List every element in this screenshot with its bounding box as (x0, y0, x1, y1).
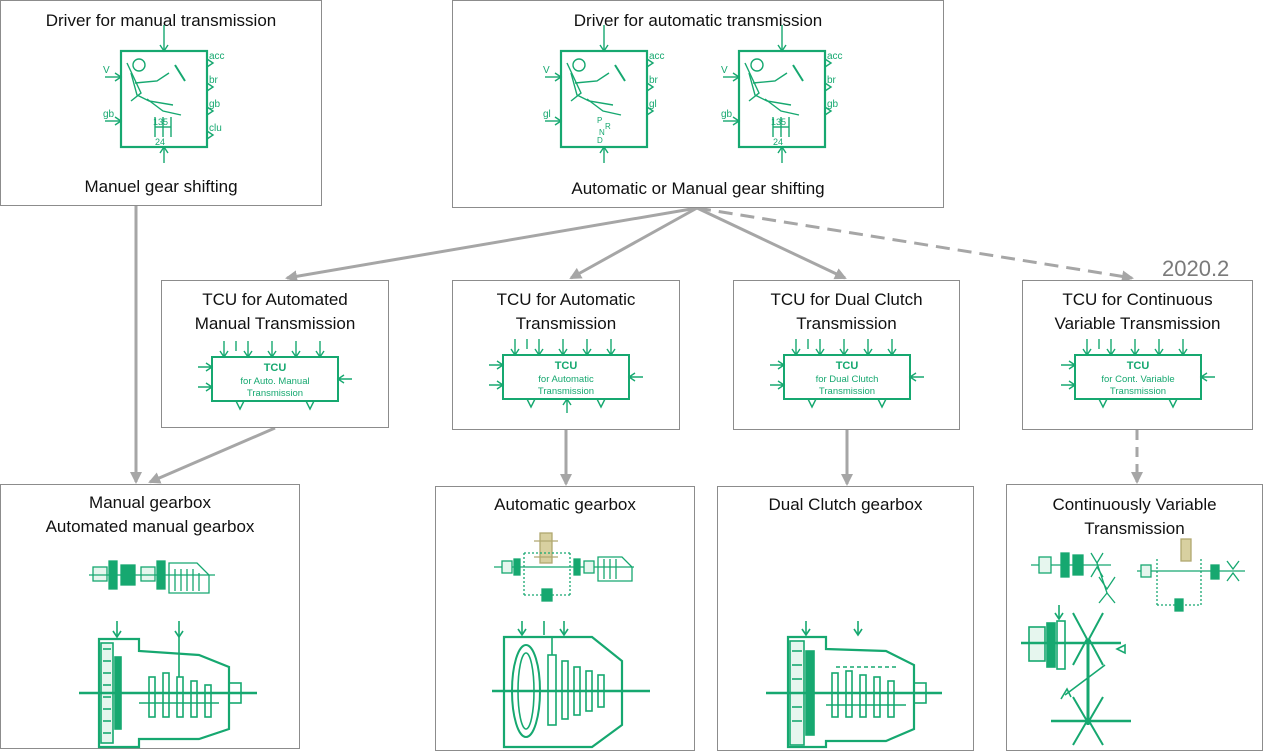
gearbox-cvt-title-line2: Transmission (1084, 519, 1185, 538)
gearbox-automatic-box: Automatic gearbox (435, 486, 695, 751)
tcu-amt-block: TCU for Auto. Manual Transmission (198, 341, 352, 411)
driver-auto-manual-block: V gb acc br gb 135 24 (721, 25, 843, 163)
selector-n-label: N (599, 128, 605, 137)
tcu-dct-block-line3: Transmission (819, 386, 875, 397)
selector-d-label: D (597, 136, 603, 145)
arrow-driver-auto-to-tcu-cvt (696, 206, 1134, 283)
tcu-amt-block-label: TCU (264, 362, 287, 374)
tcu-dct-block-label: TCU (836, 360, 859, 372)
shift-top-label: 135 (153, 117, 168, 127)
tcu-dct-title-line2: Transmission (796, 314, 897, 333)
tcu-dct-block-line2: for Dual Clutch (816, 374, 879, 385)
manual-port-gb-in-label: gb (721, 109, 733, 120)
auto-port-gl-in-label: gl (543, 109, 551, 120)
tcu-amt-box: TCU for Automated Manual Transmission TC… (161, 280, 389, 428)
gearbox-cvt-box: Continuously Variable Transmission (1006, 484, 1263, 751)
port-acc-label: acc (209, 51, 225, 62)
gearbox-dct-title: Dual Clutch gearbox (768, 495, 923, 514)
manual-port-br-label: br (827, 75, 837, 86)
tcu-at-box: TCU for Automatic Transmission TCU for A… (452, 280, 680, 430)
port-gb-out-label: gb (209, 99, 221, 110)
gearbox-dct-box: Dual Clutch gearbox (717, 486, 974, 751)
tcu-at-block-line2: for Automatic (538, 374, 594, 385)
tcu-cvt-block-line2: for Cont. Variable (1101, 374, 1174, 385)
manual-shift-top-label: 135 (771, 117, 786, 127)
tcu-dct-title-line1: TCU for Dual Clutch (770, 290, 923, 309)
tcu-at-block-label: TCU (555, 360, 578, 372)
dct-gearbox-drawing-icon (766, 621, 942, 749)
driver-manual-box: Driver for manual transmission V gb acc … (0, 0, 322, 206)
manual-port-gb-out-label: gb (827, 99, 839, 110)
driver-automatic-caption: Automatic or Manual gear shifting (571, 179, 825, 198)
port-br-label: br (209, 75, 219, 86)
driver-manual-block: V gb acc br gb clu 135 24 (103, 25, 225, 163)
cvt-drawing-icon (1021, 605, 1131, 746)
version-label: 2020.2 (1162, 256, 1230, 281)
arrow-driver-auto-to-tcu-at (569, 206, 698, 280)
tcu-at-block: TCU for Automatic Transmission (489, 339, 643, 413)
tcu-cvt-box: TCU for Continuous Variable Transmission… (1022, 280, 1253, 430)
manual-port-v-label: V (721, 65, 728, 76)
shift-bottom-label: 24 (155, 137, 165, 147)
gearbox-manual-title-line1: Manual gearbox (89, 493, 211, 512)
cvt-schematic-icon (1031, 552, 1116, 604)
auto-port-br-label: br (649, 75, 659, 86)
tcu-dct-box: TCU for Dual Clutch Transmission TCU for… (733, 280, 960, 430)
tcu-dct-block: TCU for Dual Clutch Transmission (770, 339, 924, 409)
tcu-cvt-title-line2: Variable Transmission (1054, 314, 1221, 333)
gearbox-manual-title-line2: Automated manual gearbox (45, 517, 255, 536)
selector-p-label: P (597, 116, 602, 125)
tcu-cvt-title-line1: TCU for Continuous (1062, 290, 1213, 309)
manual-shift-bottom-label: 24 (773, 137, 783, 147)
cvt-pulley-schematic-icon (1137, 538, 1245, 612)
arrow-driver-auto-to-tcu-amt (285, 206, 698, 283)
tcu-amt-title-line1: TCU for Automated (202, 290, 348, 309)
automatic-gearbox-schematic-icon (494, 532, 634, 602)
driver-auto-block: V gl acc br gl P R N D (543, 25, 665, 163)
gearbox-cvt-title-line1: Continuously Variable (1052, 495, 1217, 514)
driver-automatic-title: Driver for automatic transmission (573, 11, 823, 30)
port-clu-label: clu (209, 123, 222, 134)
manual-gearbox-schematic-icon (89, 560, 215, 594)
tcu-amt-block-line3: Transmission (247, 388, 303, 399)
gearbox-automatic-title: Automatic gearbox (494, 495, 636, 514)
port-v-label: V (103, 65, 110, 76)
gearbox-manual-box: Manual gearbox Automated manual gearbox (0, 484, 300, 749)
tcu-cvt-block-line3: Transmission (1110, 386, 1166, 397)
port-gb-in-label: gb (103, 109, 115, 120)
selector-r-label: R (605, 122, 611, 131)
driver-automatic-box: Driver for automatic transmission V gl a… (452, 0, 944, 208)
driver-manual-title: Driver for manual transmission (45, 11, 277, 30)
manual-gearbox-drawing-icon (79, 621, 257, 749)
auto-port-acc-label: acc (649, 51, 665, 62)
auto-port-v-label: V (543, 65, 550, 76)
auto-port-gl-out-label: gl (649, 99, 657, 110)
arrow-driver-auto-to-tcu-dct (696, 206, 847, 280)
tcu-cvt-block-label: TCU (1127, 360, 1150, 372)
tcu-cvt-block: TCU for Cont. Variable Transmission (1061, 339, 1215, 409)
arrow-tcu-amt-to-manual-gearbox (148, 426, 276, 484)
tcu-amt-title-line2: Manual Transmission (194, 314, 356, 333)
driver-head-icon (132, 58, 146, 72)
tcu-at-title-line2: Transmission (515, 314, 617, 333)
tcu-at-block-line3: Transmission (538, 386, 594, 397)
automatic-gearbox-drawing-icon (492, 621, 650, 749)
tcu-at-title-line1: TCU for Automatic (496, 290, 636, 309)
driver-manual-caption: Manuel gear shifting (84, 177, 238, 196)
tcu-amt-block-line2: for Auto. Manual (240, 376, 309, 387)
manual-port-acc-label: acc (827, 51, 843, 62)
